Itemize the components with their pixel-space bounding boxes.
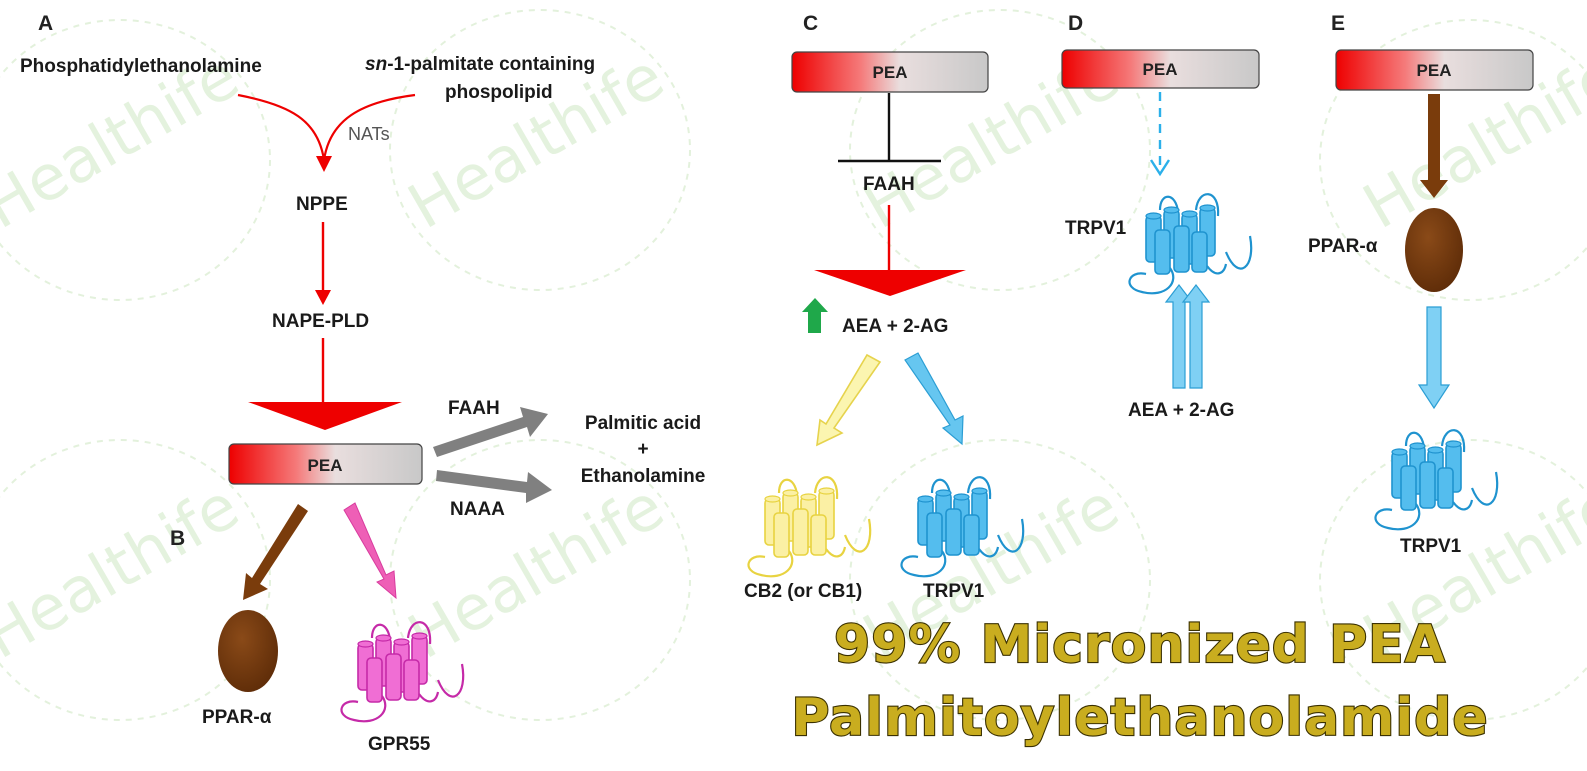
ligands-aea-2ag: AEA + 2-AG [1128, 400, 1234, 421]
panel-e: E PEA PPAR-α TRPV1 [1308, 12, 1534, 557]
cb2-receptor-icon [747, 476, 872, 578]
panel-b: B PPAR-α GPR55 [170, 502, 465, 755]
blue-up-arrow [1164, 284, 1194, 389]
increase-aea-2ag: AEA + 2-AG [842, 316, 948, 337]
result-palmitic-acid: Palmitic acid [585, 413, 701, 434]
source-palmitate-line1: sn-1-palmitate containing [365, 54, 595, 75]
nuclear-receptor-ppar-alpha: PPAR-α [1308, 236, 1378, 257]
trpv1-receptor-icon [1374, 429, 1499, 531]
big-red-arrowhead [248, 402, 402, 430]
path-faah: FAAH [448, 398, 500, 419]
source-phosphatidylethanolamine: Phosphatidylethanolamine [20, 56, 262, 77]
converge-arrow-right [322, 93, 416, 161]
result-ethanolamine: Ethanolamine [581, 466, 706, 487]
trpv1-receptor-icon [1128, 193, 1253, 295]
panel-letter-b: B [170, 527, 185, 550]
watermark-text: Healthife [0, 469, 251, 673]
receptor-trpv1: TRPV1 [1065, 218, 1127, 239]
panel-letter-c: C [803, 12, 818, 35]
panel-c: C PEA FAAH AEA + 2-AG CB2 (or CB1) TRPV1 [744, 12, 1025, 602]
brown-arrow [1420, 94, 1448, 198]
green-up-arrow-icon [802, 298, 828, 333]
ppar-alpha-oval [218, 610, 278, 692]
pea-bar [791, 51, 989, 93]
gray-arrow-faah [433, 407, 548, 457]
blue-down-arrow [1417, 306, 1451, 410]
yellow-arrow [816, 353, 882, 447]
watermark-text: Healthife [396, 469, 676, 673]
result-plus: + [637, 439, 648, 460]
converge-arrow-left [237, 93, 326, 161]
target-gpr55: GPR55 [368, 734, 431, 755]
step-nape-pld: NAPE-PLD [272, 311, 369, 332]
pea-label: PEA [1143, 60, 1178, 79]
panel-letter-a: A [38, 12, 53, 35]
receptor-cb2: CB2 (or CB1) [744, 581, 862, 602]
gray-arrow-naaa [436, 470, 552, 503]
receptor-trpv1: TRPV1 [923, 581, 985, 602]
pea-label: PEA [1417, 61, 1452, 80]
ppar-alpha-oval [1405, 208, 1463, 292]
pea-label: PEA [873, 63, 908, 82]
panel-a: A Phosphatidylethanolamine sn-1-palmitat… [20, 12, 705, 520]
headline-line2: Palmitoylethanolamide [791, 688, 1488, 748]
step-nppe: NPPE [296, 194, 348, 215]
brown-arrow [243, 504, 308, 600]
pea-label: PEA [308, 456, 343, 475]
pea-bar [1335, 49, 1534, 91]
enzyme-nats: NATs [348, 124, 390, 144]
path-naaa: NAAA [450, 499, 505, 520]
headline-line1: 99% Micronized PEA [834, 615, 1446, 675]
pink-arrow [343, 502, 397, 600]
arrowhead [1149, 159, 1171, 177]
blue-arrow [904, 352, 964, 446]
panel-d: D PEA TRPV1 AEA + 2-AG [1061, 12, 1260, 421]
source-palmitate-line2: phospolipid [445, 82, 553, 103]
big-red-arrowhead [814, 270, 966, 296]
panel-letter-e: E [1331, 12, 1345, 35]
headline: 99% Micronized PEA Palmitoylethanolamide [790, 614, 1489, 749]
target-ppar-alpha: PPAR-α [202, 707, 272, 728]
receptor-trpv1: TRPV1 [1400, 536, 1462, 557]
pea-bar [1061, 49, 1260, 89]
inhibited-faah: FAAH [863, 174, 915, 195]
arrowhead [315, 290, 331, 305]
blue-up-arrow [1181, 284, 1211, 389]
pea-bar [228, 443, 423, 485]
panel-letter-d: D [1068, 12, 1083, 35]
arrowhead [316, 156, 332, 172]
